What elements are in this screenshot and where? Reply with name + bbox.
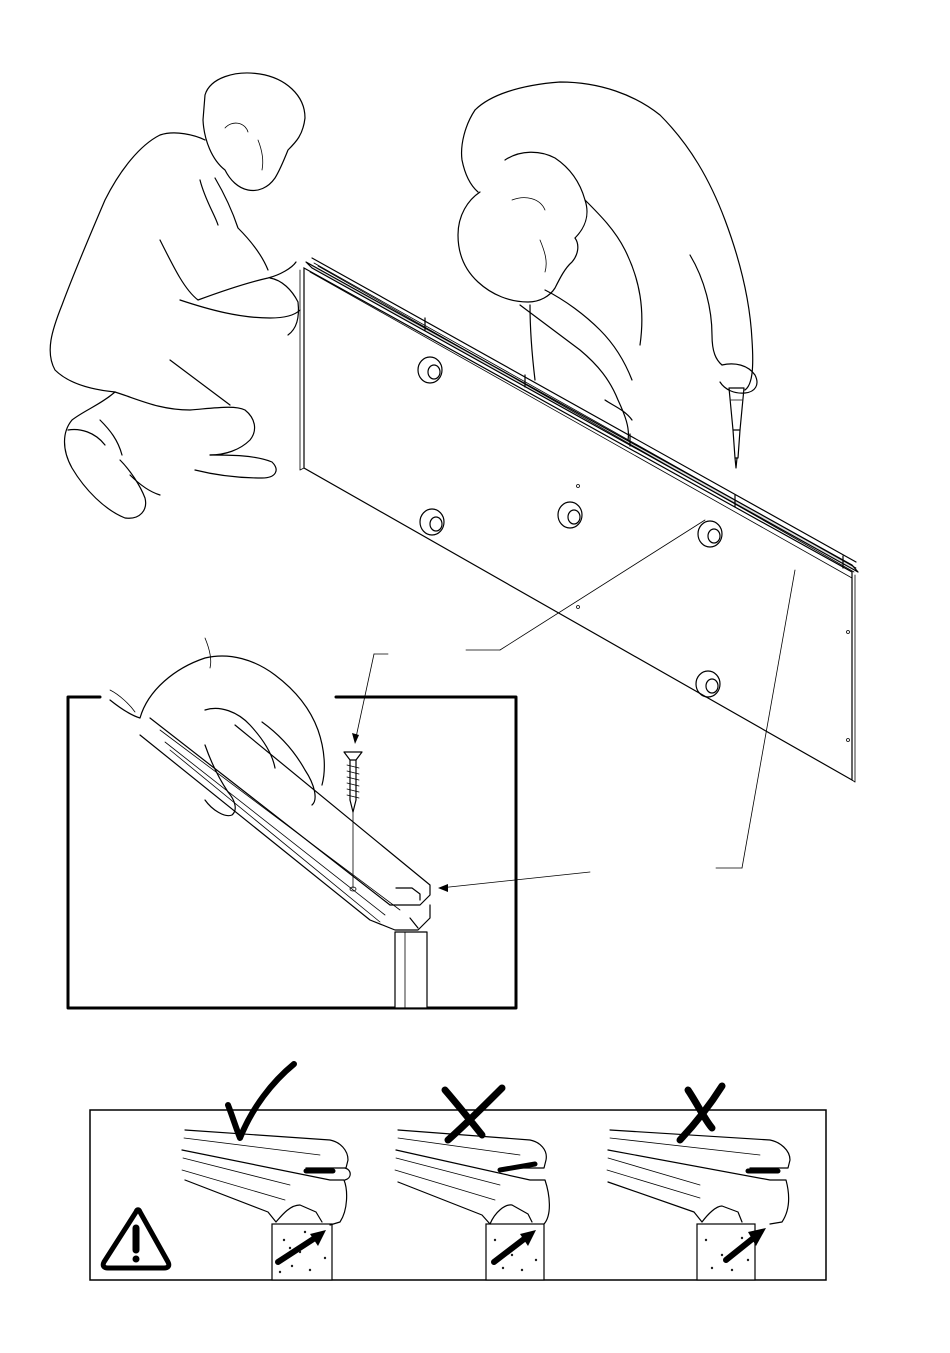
rail-profile: [140, 718, 430, 930]
warning-box: [90, 1064, 826, 1280]
kneeling-person: [50, 73, 305, 518]
detail-view: [68, 638, 590, 1008]
screwdriver-icon: [729, 388, 744, 468]
main-scene: [50, 73, 858, 868]
